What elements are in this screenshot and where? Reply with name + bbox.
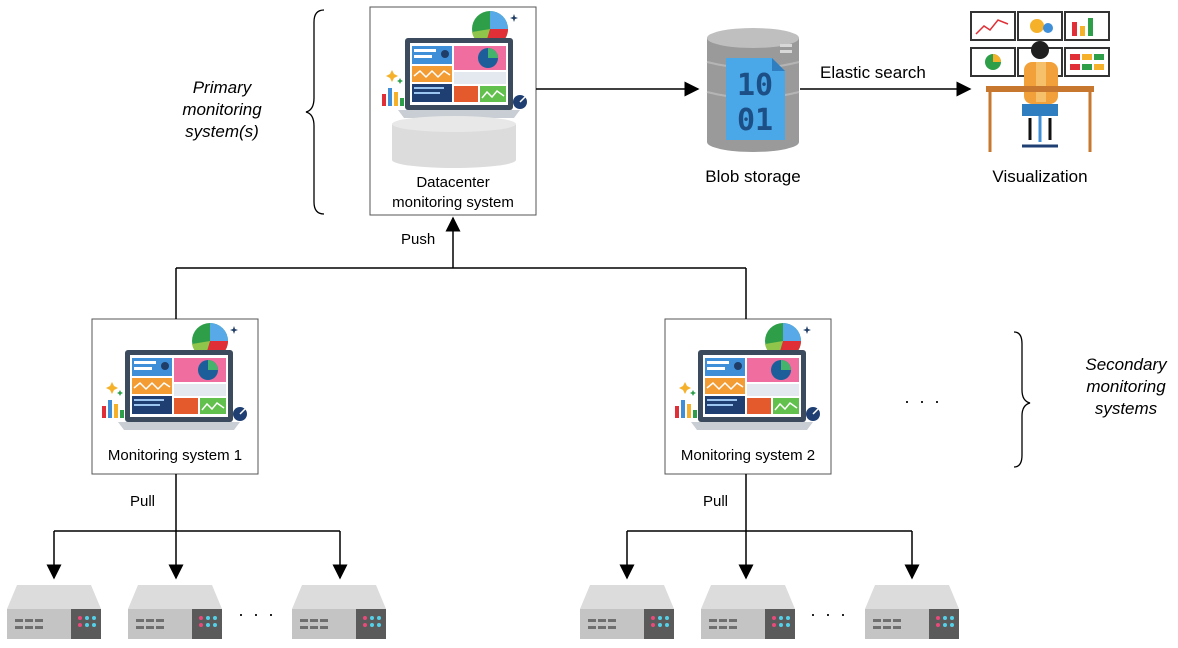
push-connector	[175, 216, 747, 319]
server-icon	[580, 585, 674, 639]
pull-connector-2	[619, 474, 920, 580]
pull-connector-1	[46, 474, 348, 580]
primary-label-line-2: monitoring	[182, 100, 262, 119]
primary-label-line-3: system(s)	[185, 122, 259, 141]
secondary-label-line-2: monitoring	[1086, 377, 1166, 396]
datacenter-label-line-1: Datacenter	[416, 174, 490, 191]
datacenter-label: Datacenter monitoring system	[370, 173, 536, 213]
ellipsis-systems: · · ·	[904, 391, 942, 411]
pull-label-2: Pull	[703, 493, 729, 510]
push-label: Push	[401, 231, 436, 248]
primary-label-line-1: Primary	[192, 78, 252, 97]
server-icon	[701, 585, 795, 639]
pull-label-1: Pull	[130, 493, 156, 510]
ellipsis-servers-2: · · ·	[810, 604, 848, 624]
ellipsis-servers-1: · · ·	[238, 604, 276, 624]
visualization-icon	[970, 11, 1110, 152]
visualization-label: Visualization	[992, 167, 1088, 186]
monitoring-system-1-label: Monitoring system 1	[107, 447, 243, 464]
primary-brace	[305, 9, 325, 215]
server-icon	[292, 585, 386, 639]
elastic-search-label: Elastic search	[820, 63, 926, 82]
server-icon	[128, 585, 222, 639]
blob-storage-icon: 10 01	[706, 28, 800, 152]
blob-bits-top: 10	[737, 68, 773, 103]
primary-monitoring-label: Primary monitoring system(s)	[170, 77, 274, 143]
blob-storage-label: Blob storage	[705, 167, 801, 186]
server-icon	[865, 585, 959, 639]
secondary-monitoring-label: Secondary monitoring systems	[1072, 354, 1178, 420]
server-icon	[7, 585, 101, 639]
database-icon	[392, 116, 516, 168]
secondary-brace	[1013, 331, 1031, 468]
monitoring-system-2-label: Monitoring system 2	[680, 447, 816, 464]
datacenter-label-line-2: monitoring system	[392, 194, 514, 211]
secondary-label-line-3: systems	[1094, 399, 1158, 418]
blob-bits-bottom: 01	[737, 103, 773, 138]
secondary-label-line-1: Secondary	[1085, 355, 1167, 374]
